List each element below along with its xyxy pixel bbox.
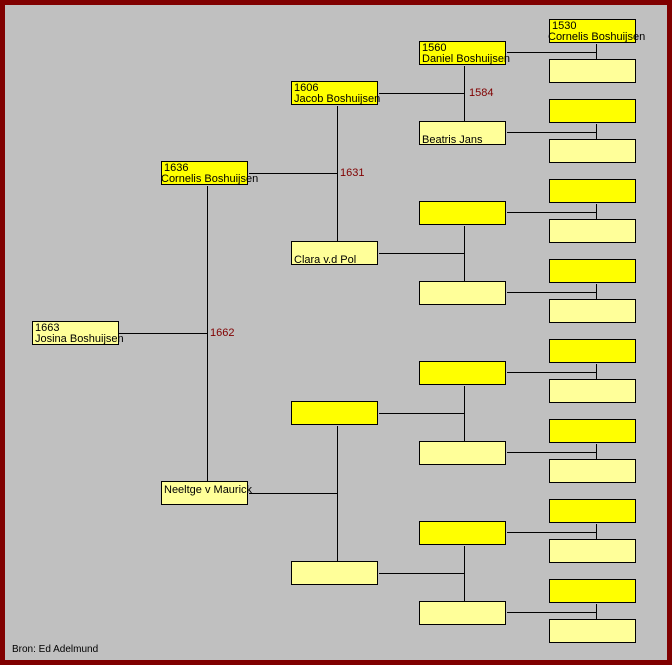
connector bbox=[464, 386, 465, 441]
connector bbox=[249, 493, 337, 494]
connector bbox=[507, 612, 596, 613]
person-box-neeltge[interactable]: Neeltge v Maurick bbox=[161, 481, 253, 505]
person-name: Beatris Jans bbox=[422, 134, 483, 146]
person-box-empty[interactable] bbox=[549, 339, 636, 363]
connector bbox=[507, 132, 596, 133]
marriage-date: 1584 bbox=[469, 87, 494, 99]
person-box-empty[interactable] bbox=[549, 539, 636, 563]
person-box-empty[interactable] bbox=[419, 361, 506, 385]
person-box-empty[interactable] bbox=[549, 299, 636, 323]
person-name: Josina Boshuijsen bbox=[35, 333, 124, 345]
person-box-empty[interactable] bbox=[291, 401, 378, 425]
person-box-empty[interactable] bbox=[549, 419, 636, 443]
connector bbox=[596, 204, 597, 219]
person-box-empty[interactable] bbox=[549, 459, 636, 483]
person-box-clara[interactable]: Clara v.d Pol bbox=[291, 241, 378, 266]
connector bbox=[596, 44, 597, 59]
connector bbox=[249, 173, 337, 174]
connector bbox=[337, 106, 338, 241]
connector bbox=[379, 413, 465, 414]
connector bbox=[596, 604, 597, 619]
connector bbox=[379, 93, 465, 94]
connector bbox=[596, 364, 597, 379]
person-box-empty[interactable] bbox=[549, 619, 636, 643]
person-box-empty[interactable] bbox=[549, 179, 636, 203]
marriage-date: 1631 bbox=[340, 167, 365, 179]
connector bbox=[507, 452, 596, 453]
connector bbox=[596, 284, 597, 299]
person-name: Neeltge v Maurick bbox=[164, 484, 253, 496]
connector bbox=[507, 292, 596, 293]
connector bbox=[596, 524, 597, 539]
person-box-empty[interactable] bbox=[419, 201, 506, 225]
person-box-empty[interactable] bbox=[549, 499, 636, 523]
connector bbox=[507, 52, 596, 53]
connector bbox=[119, 333, 207, 334]
person-box-empty[interactable] bbox=[419, 601, 506, 625]
person-box-empty[interactable] bbox=[549, 99, 636, 123]
birth-year: 1560 bbox=[422, 42, 447, 54]
person-name: Jacob Boshuijsen bbox=[294, 93, 381, 105]
person-box-empty[interactable] bbox=[549, 579, 636, 603]
connector bbox=[507, 372, 596, 373]
marriage-date: 1662 bbox=[210, 327, 235, 339]
connector bbox=[596, 124, 597, 139]
person-box-beatris[interactable]: Beatris Jans bbox=[419, 121, 506, 146]
connector bbox=[507, 532, 596, 533]
birth-year: 1530 bbox=[552, 20, 577, 32]
birth-year: 1636 bbox=[164, 162, 189, 174]
person-box-empty[interactable] bbox=[419, 281, 506, 305]
person-box-empty[interactable] bbox=[549, 219, 636, 243]
connector bbox=[464, 66, 465, 121]
source-credit: Bron: Ed Adelmund bbox=[12, 644, 99, 655]
birth-year: 1606 bbox=[294, 82, 319, 94]
person-box-empty[interactable] bbox=[419, 521, 506, 545]
birth-year: 1663 bbox=[35, 322, 60, 334]
connector bbox=[337, 426, 338, 561]
connector bbox=[379, 573, 465, 574]
person-box-empty[interactable] bbox=[549, 379, 636, 403]
person-box-empty[interactable] bbox=[291, 561, 378, 585]
connector bbox=[379, 253, 465, 254]
person-box-empty[interactable] bbox=[549, 59, 636, 83]
connector bbox=[596, 444, 597, 459]
person-box-empty[interactable] bbox=[419, 441, 506, 465]
connector bbox=[464, 546, 465, 601]
person-box-empty[interactable] bbox=[549, 259, 636, 283]
person-name: Clara v.d Pol bbox=[294, 254, 357, 266]
connector bbox=[464, 226, 465, 281]
person-name: Daniel Boshuijsen bbox=[422, 53, 511, 65]
person-box-empty[interactable] bbox=[549, 139, 636, 163]
connector bbox=[507, 212, 596, 213]
person-name: Cornelis Boshuijsen bbox=[548, 31, 646, 43]
person-name: Cornelis Boshuijsen bbox=[161, 173, 259, 185]
connector bbox=[207, 186, 208, 481]
